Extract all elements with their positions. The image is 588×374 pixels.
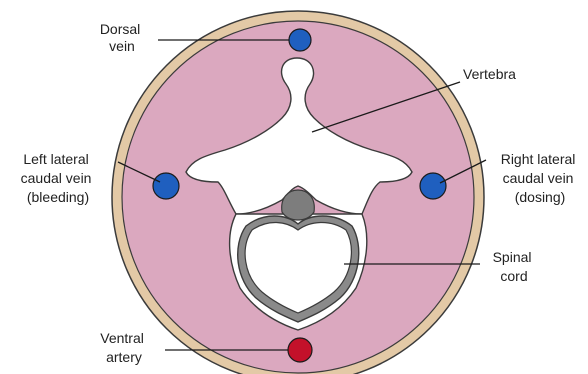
ventral-artery-label-line: artery xyxy=(106,349,142,365)
right-lateral-caudal-vein xyxy=(420,173,446,199)
left-vein-label: Left lateral caudal vein (bleeding) xyxy=(21,151,96,205)
right-vein-label-line: Right lateral xyxy=(501,151,576,167)
ventral-artery-label: Ventral artery xyxy=(100,330,147,365)
dorsal-vein xyxy=(289,29,311,51)
vertebra-label: Vertebra xyxy=(463,66,516,82)
ventral-artery-label-line: Ventral xyxy=(100,330,144,346)
right-vein-label-line: caudal vein xyxy=(503,170,574,186)
left-lateral-caudal-vein xyxy=(153,173,179,199)
spinal-cord-label: Spinal cord xyxy=(493,249,536,284)
notochord xyxy=(282,190,315,220)
left-vein-label-line: Left lateral xyxy=(23,151,88,167)
right-vein-label: Right lateral caudal vein (dosing) xyxy=(501,151,580,205)
spinal-cord-label-line: Spinal xyxy=(493,249,532,265)
spinal-cord-label-line: cord xyxy=(500,268,527,284)
dorsal-vein-label: Dorsal vein xyxy=(100,21,144,54)
left-vein-label-line: (bleeding) xyxy=(27,189,89,205)
vertebra-label-line: Vertebra xyxy=(463,66,516,82)
dorsal-vein-label-line: vein xyxy=(109,38,135,54)
dorsal-vein-label-line: Dorsal xyxy=(100,21,140,37)
left-vein-label-line: caudal vein xyxy=(21,170,92,186)
ventral-artery xyxy=(288,338,312,362)
right-vein-label-line: (dosing) xyxy=(515,189,566,205)
